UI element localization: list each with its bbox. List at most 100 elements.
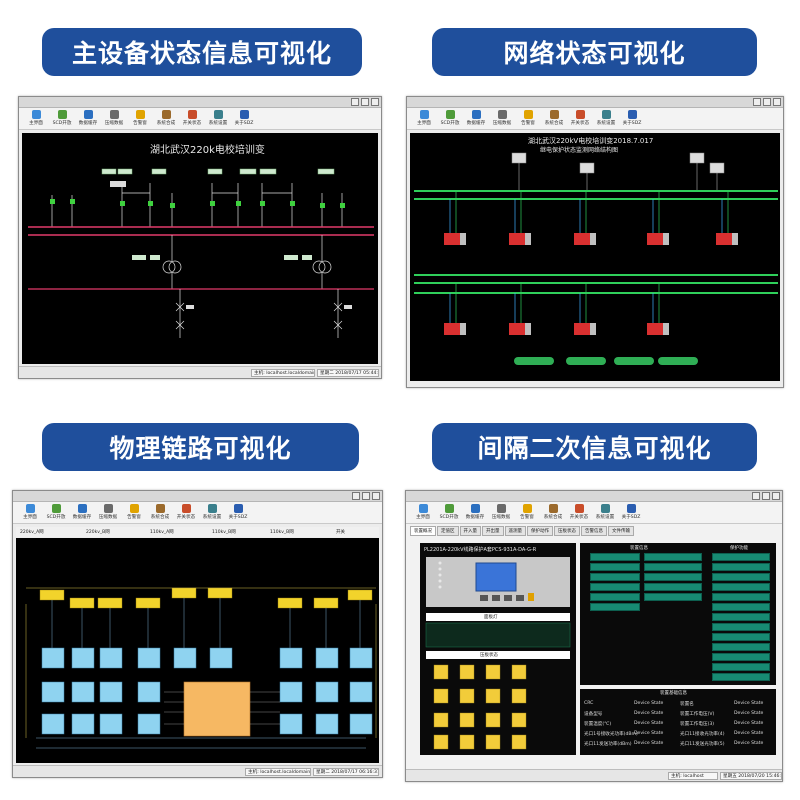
tab-plate-status[interactable]: 压板状态 bbox=[554, 526, 580, 536]
protection-button[interactable] bbox=[712, 613, 770, 621]
minimize-icon[interactable] bbox=[752, 492, 760, 500]
toolbar-button-2[interactable]: 数据缓存 bbox=[462, 502, 488, 524]
toolbar-button-6[interactable]: 开关状态 bbox=[173, 502, 199, 524]
toolbar-button-7[interactable]: 系统设置 bbox=[593, 108, 619, 130]
tab-file-transfer[interactable]: 文件传输 bbox=[608, 526, 634, 536]
maximize-icon[interactable] bbox=[762, 492, 770, 500]
toolbar-button-1[interactable]: SCD开放 bbox=[49, 108, 75, 130]
info-button[interactable] bbox=[644, 573, 702, 581]
maximize-icon[interactable] bbox=[361, 98, 369, 106]
filter-switch[interactable]: 开关 bbox=[336, 530, 345, 535]
minimize-icon[interactable] bbox=[351, 98, 359, 106]
toolbar-button-1[interactable]: SCD开放 bbox=[437, 108, 463, 130]
protection-button[interactable] bbox=[712, 663, 770, 671]
toolbar-button-6[interactable]: 开关状态 bbox=[179, 108, 205, 130]
kv-value: Device State bbox=[634, 711, 664, 716]
toolbar-button-8[interactable]: 关于SDZ bbox=[619, 108, 645, 130]
toolbar-button-1[interactable]: SCD开放 bbox=[43, 502, 69, 524]
toolbar-button-4[interactable]: 告警窗 bbox=[514, 502, 540, 524]
info-button[interactable] bbox=[590, 563, 640, 571]
info-button[interactable] bbox=[590, 553, 640, 561]
plate-status-label: 压板状态 bbox=[480, 653, 498, 658]
toolbar-button-4[interactable]: 告警窗 bbox=[515, 108, 541, 130]
toolbar-icon bbox=[523, 110, 533, 119]
toolbar-icon bbox=[129, 504, 139, 513]
tab-binary-output[interactable]: 开出量 bbox=[482, 526, 504, 536]
protection-button[interactable] bbox=[712, 583, 770, 591]
toolbar-button-4[interactable]: 告警窗 bbox=[127, 108, 153, 130]
toolbar-button-5[interactable]: 系统合成 bbox=[153, 108, 179, 130]
filter-220kv-a[interactable]: 220kv_A网 bbox=[20, 530, 44, 535]
toolbar-button-7[interactable]: 系统设置 bbox=[592, 502, 618, 524]
info-button[interactable] bbox=[644, 563, 702, 571]
protection-button[interactable] bbox=[712, 573, 770, 581]
toolbar-button-6[interactable]: 开关状态 bbox=[566, 502, 592, 524]
close-icon[interactable] bbox=[773, 98, 781, 106]
protection-button[interactable] bbox=[712, 603, 770, 611]
toolbar-button-5[interactable]: 系统合成 bbox=[541, 108, 567, 130]
toolbar-label: SCD开放 bbox=[440, 121, 460, 126]
protection-button[interactable] bbox=[712, 593, 770, 601]
protection-button[interactable] bbox=[712, 563, 770, 571]
close-icon[interactable] bbox=[371, 98, 379, 106]
toolbar-button-0[interactable]: 主界面 bbox=[411, 108, 437, 130]
tab-alarm-info[interactable]: 告警信息 bbox=[581, 526, 607, 536]
kv-label: 装置温度(℃) bbox=[584, 722, 612, 727]
toolbar-button-0[interactable]: 主界面 bbox=[23, 108, 49, 130]
maximize-icon[interactable] bbox=[362, 492, 370, 500]
tab-telemetry[interactable]: 遥测量 bbox=[504, 526, 526, 536]
protection-button[interactable] bbox=[712, 643, 770, 651]
maximize-icon[interactable] bbox=[763, 98, 771, 106]
info-button[interactable] bbox=[590, 573, 640, 581]
tab-protection-action[interactable]: 保护动作 bbox=[527, 526, 553, 536]
minimize-icon[interactable] bbox=[352, 492, 360, 500]
info-button[interactable] bbox=[590, 603, 640, 611]
minimize-icon[interactable] bbox=[753, 98, 761, 106]
toolbar-button-5[interactable]: 系统合成 bbox=[147, 502, 173, 524]
toolbar-button-1[interactable]: SCD开放 bbox=[436, 502, 462, 524]
toolbar-button-0[interactable]: 主界面 bbox=[17, 502, 43, 524]
toolbar-button-8[interactable]: 关于SDZ bbox=[231, 108, 257, 130]
filter-110kv-b[interactable]: 110kv_B网 bbox=[212, 530, 236, 535]
protection-button[interactable] bbox=[712, 623, 770, 631]
protection-button[interactable] bbox=[712, 633, 770, 641]
info-button[interactable] bbox=[590, 593, 640, 601]
kv-label: 装置工作电压(V) bbox=[680, 712, 715, 717]
tab-device-overview[interactable]: 装置概况 bbox=[410, 526, 436, 536]
toolbar-label: 系统设置 bbox=[208, 121, 228, 126]
filter-220kv-b[interactable]: 220kv_B网 bbox=[86, 530, 110, 535]
device-basic-info-table: 装置基础信息 CRC Device State 装置名 Device State… bbox=[580, 689, 776, 755]
toolbar-button-5[interactable]: 系统合成 bbox=[540, 502, 566, 524]
toolbar-label: 开关状态 bbox=[176, 515, 196, 520]
toolbar-button-2[interactable]: 数据缓存 bbox=[75, 108, 101, 130]
close-icon[interactable] bbox=[372, 492, 380, 500]
info-button[interactable] bbox=[644, 583, 702, 591]
protection-button[interactable] bbox=[712, 553, 770, 561]
toolbar-button-7[interactable]: 系统设置 bbox=[199, 502, 225, 524]
protection-button[interactable] bbox=[712, 653, 770, 661]
protection-button[interactable] bbox=[712, 673, 770, 681]
toolbar-button-3[interactable]: 压缩数据 bbox=[489, 108, 515, 130]
toolbar-button-6[interactable]: 开关状态 bbox=[567, 108, 593, 130]
toolbar-button-0[interactable]: 主界面 bbox=[410, 502, 436, 524]
info-button[interactable] bbox=[644, 553, 702, 561]
filter-110kv-b-2[interactable]: 110kv_B网 bbox=[270, 530, 294, 535]
tab-setting-zone[interactable]: 定值区 bbox=[437, 526, 459, 536]
toolbar-button-2[interactable]: 数据缓存 bbox=[69, 502, 95, 524]
toolbar-button-4[interactable]: 告警窗 bbox=[121, 502, 147, 524]
window-titlebar bbox=[406, 491, 782, 502]
close-icon[interactable] bbox=[772, 492, 780, 500]
toolbar-button-8[interactable]: 关于SDZ bbox=[225, 502, 251, 524]
toolbar-button-3[interactable]: 压缩数据 bbox=[95, 502, 121, 524]
toolbar-button-3[interactable]: 压缩数据 bbox=[488, 502, 514, 524]
tab-binary-input[interactable]: 开入量 bbox=[459, 526, 481, 536]
toolbar-button-3[interactable]: 压缩数据 bbox=[101, 108, 127, 130]
info-button[interactable] bbox=[590, 583, 640, 591]
info-button[interactable] bbox=[644, 593, 702, 601]
toolbar-button-2[interactable]: 数据缓存 bbox=[463, 108, 489, 130]
filter-110kv-a[interactable]: 110kv_A网 bbox=[150, 530, 174, 535]
toolbar-button-8[interactable]: 关于SDZ bbox=[618, 502, 644, 524]
toolbar-button-7[interactable]: 系统设置 bbox=[205, 108, 231, 130]
